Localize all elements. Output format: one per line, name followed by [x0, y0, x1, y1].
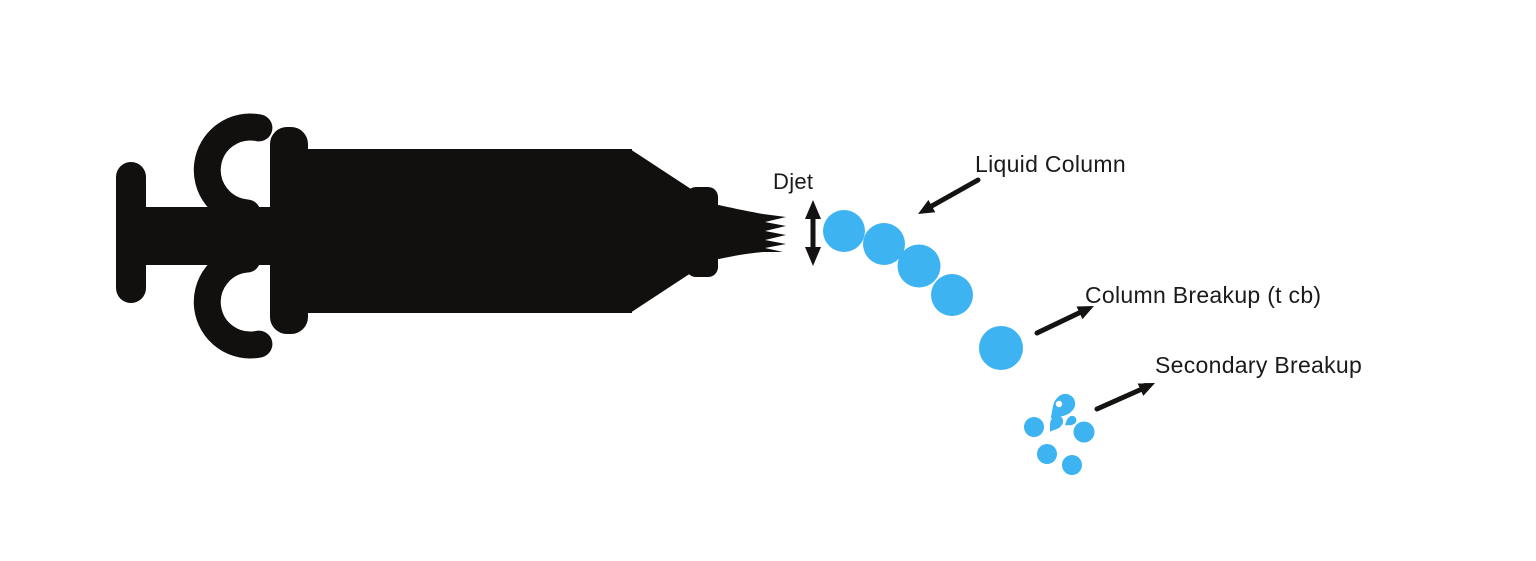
liquid-column-pointer-arrow-icon: [918, 177, 981, 214]
secondary-droplet-1: [1024, 417, 1044, 437]
djet-label: Djet: [773, 169, 814, 194]
droplet-4: [931, 274, 973, 316]
djet-diameter-arrow-icon: [805, 200, 821, 266]
djet-arrow-head-up: [805, 200, 821, 219]
syringe-nozzle-icon: [710, 203, 786, 261]
droplet-2: [863, 223, 905, 265]
liquid-column-arrow-head: [918, 200, 936, 214]
syringe-shoulder: [630, 149, 694, 313]
column-breakup-arrow-head: [1076, 306, 1094, 320]
liquid-column-label: Liquid Column: [975, 151, 1126, 177]
splash-drop-large: [1050, 393, 1076, 419]
column-breakup-label: Column Breakup (t cb): [1085, 282, 1322, 308]
liquid-column-droplets-icon: [823, 210, 1023, 370]
splash-drop-medium: [1049, 415, 1064, 432]
column-breakup-arrow-line: [1034, 309, 1084, 336]
liquid-column-arrow-line: [927, 177, 981, 210]
secondary-breakup-label: Secondary Breakup: [1155, 352, 1363, 378]
droplet-5-breakup: [979, 326, 1023, 370]
syringe-barrel: [298, 149, 632, 313]
syringe-grip-upper: [193, 113, 273, 227]
secondary-breakup-droplets-icon: [1024, 393, 1095, 475]
secondary-droplet-3: [1037, 444, 1057, 464]
secondary-breakup-pointer-arrow-icon: [1094, 383, 1155, 412]
secondary-breakup-arrow-line: [1094, 386, 1145, 412]
secondary-breakup-arrow-head: [1137, 383, 1155, 396]
splash-drop-small: [1064, 415, 1077, 426]
droplet-1: [823, 210, 865, 252]
secondary-droplet-2: [1073, 421, 1095, 443]
syringe-icon: [116, 113, 786, 359]
djet-arrow-head-down: [805, 247, 821, 266]
syringe-grip-lower: [193, 245, 273, 359]
column-breakup-pointer-arrow-icon: [1034, 306, 1094, 336]
splash-highlight: [1055, 400, 1063, 408]
droplet-3: [897, 244, 941, 288]
secondary-droplet-4: [1062, 455, 1082, 475]
